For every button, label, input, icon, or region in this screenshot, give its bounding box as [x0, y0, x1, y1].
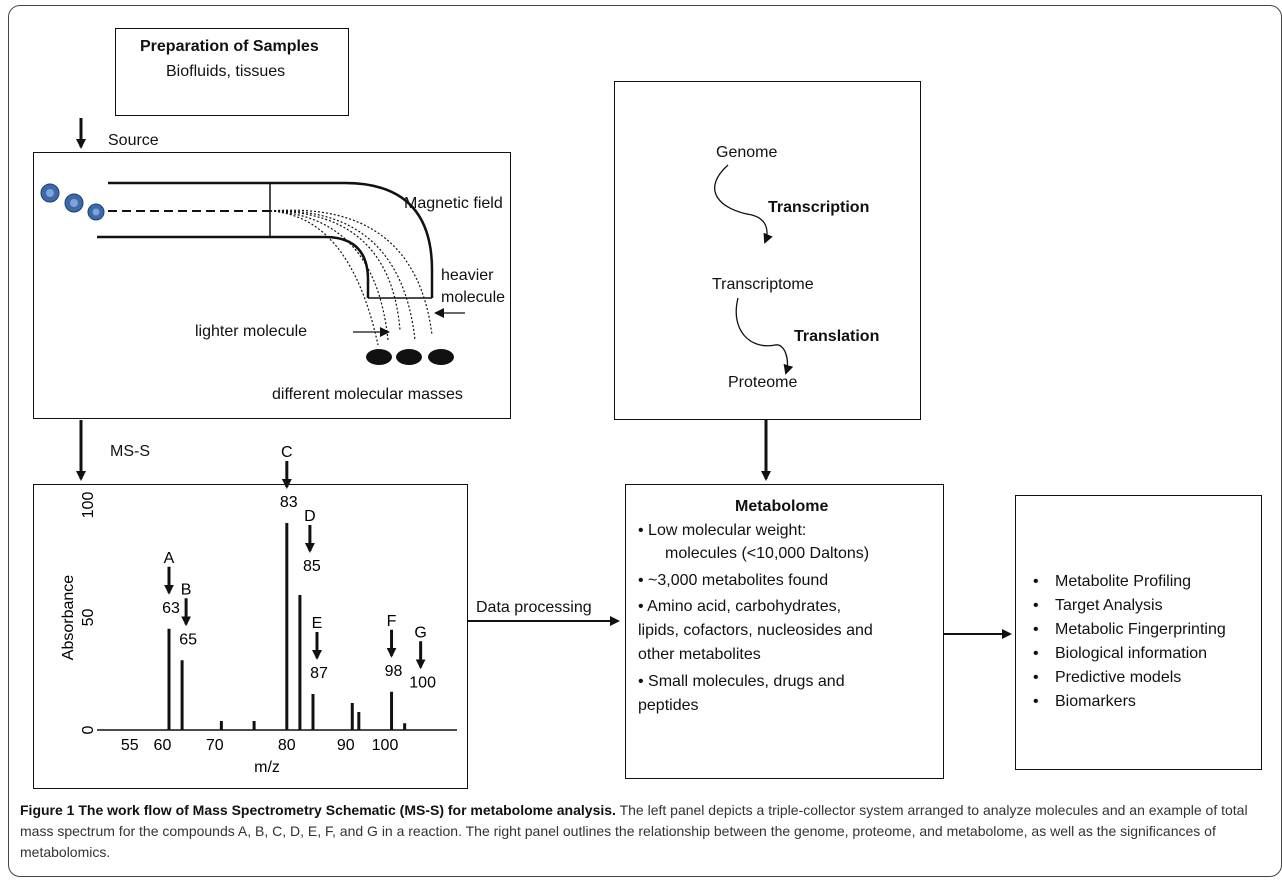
transcription-arrow: [714, 164, 773, 244]
caption-text: The left panel depicts a triple-collecto…: [20, 802, 1248, 860]
data-processing-label: Data processing: [476, 599, 592, 616]
prep-box: [115, 28, 349, 116]
metabolome-line: lipids, cofactors, nucleosides and: [638, 622, 873, 639]
applications-list: •Metabolite Profiling •Target Analysis •…: [1033, 570, 1226, 714]
x-tick-label: 60: [154, 737, 172, 754]
detector-collectors: [366, 349, 454, 365]
translation-label: Translation: [794, 328, 880, 345]
applications-box: [1015, 495, 1262, 770]
peak-letter: B: [181, 581, 192, 598]
x-tick-label: 70: [206, 737, 224, 754]
source-label: Source: [108, 132, 159, 149]
y-tick-label: 100: [80, 492, 97, 519]
genome-label: Genome: [716, 144, 778, 161]
list-item: •Target Analysis: [1033, 597, 1163, 614]
peak-letter: C: [281, 444, 293, 461]
metabolome-line: • Amino acid, carbohydrates,: [638, 598, 842, 615]
x-tick-label: 100: [372, 737, 399, 754]
peak-value: 100: [409, 674, 436, 691]
heavier-label-1: heavier: [441, 267, 494, 284]
metabolome-line: • Small molecules, drugs and: [638, 673, 845, 690]
figure-caption: Figure 1 The work flow of Mass Spectrome…: [20, 800, 1270, 863]
magnetic-field-label: Magnetic field: [404, 195, 503, 212]
metabolome-line: • ~3,000 metabolites found: [638, 572, 829, 589]
metabolome-line: peptides: [638, 697, 699, 714]
peak-value: 65: [179, 631, 197, 648]
list-item: •Predictive models: [1033, 669, 1182, 686]
list-item: •Biomarkers: [1033, 693, 1136, 710]
prep-subtitle: Biofluids, tissues: [166, 63, 286, 80]
omics-box: [614, 81, 921, 420]
peak-value: 85: [303, 558, 321, 575]
spectrum-chart: 55 60 70 80 90 100 0 50 100 m/z Absorbance A 63B 65 C 8…: [60, 444, 457, 776]
peak-value: 98: [385, 663, 403, 680]
chart-box: [33, 484, 468, 789]
metabolome-box: [625, 484, 944, 779]
molecule-cluster: [40, 183, 105, 221]
metabolome-title: Metabolome: [735, 498, 829, 515]
heavier-label-2: molecule: [441, 289, 506, 306]
caption-bold: Figure 1 The work flow of Mass Spectrome…: [20, 802, 616, 818]
peak-letter: G: [414, 624, 426, 641]
peak-value: 83: [280, 494, 298, 511]
metabolome-line: other metabolites: [638, 646, 761, 663]
transcription-label: Transcription: [768, 199, 870, 216]
translation-arrow: [735, 297, 794, 375]
flight-tube: [97, 181, 434, 346]
peak-value: 87: [310, 665, 328, 682]
list-item: •Metabolite Profiling: [1033, 573, 1192, 590]
x-tick-label: 90: [337, 737, 355, 754]
metabolome-line: molecules (<10,000 Daltons): [665, 545, 870, 562]
y-tick-label: 50: [80, 609, 97, 627]
peak-letter: F: [387, 613, 397, 630]
prep-title: Preparation of Samples: [140, 38, 319, 55]
peak-value: 63: [162, 600, 180, 617]
proteome-label: Proteome: [728, 374, 798, 391]
masses-label: different molecular masses: [272, 386, 463, 403]
x-tick-label: 55: [121, 737, 139, 754]
lighter-label: lighter molecule: [195, 323, 308, 340]
peak-letter: E: [312, 615, 323, 632]
x-axis-label: m/z: [254, 759, 280, 776]
y-tick-label: 0: [80, 725, 97, 734]
transcriptome-label: Transcriptome: [712, 276, 814, 293]
list-item: •Metabolic Fingerprinting: [1033, 621, 1226, 638]
ms-s-label: MS-S: [110, 443, 150, 460]
peak-letter: D: [304, 508, 316, 525]
peak-letter: A: [164, 550, 175, 567]
x-tick-label: 80: [278, 737, 296, 754]
list-item: •Biological information: [1033, 645, 1208, 662]
y-axis-label: Absorbance: [60, 575, 77, 660]
metabolome-line: • Low molecular weight:: [638, 522, 807, 539]
